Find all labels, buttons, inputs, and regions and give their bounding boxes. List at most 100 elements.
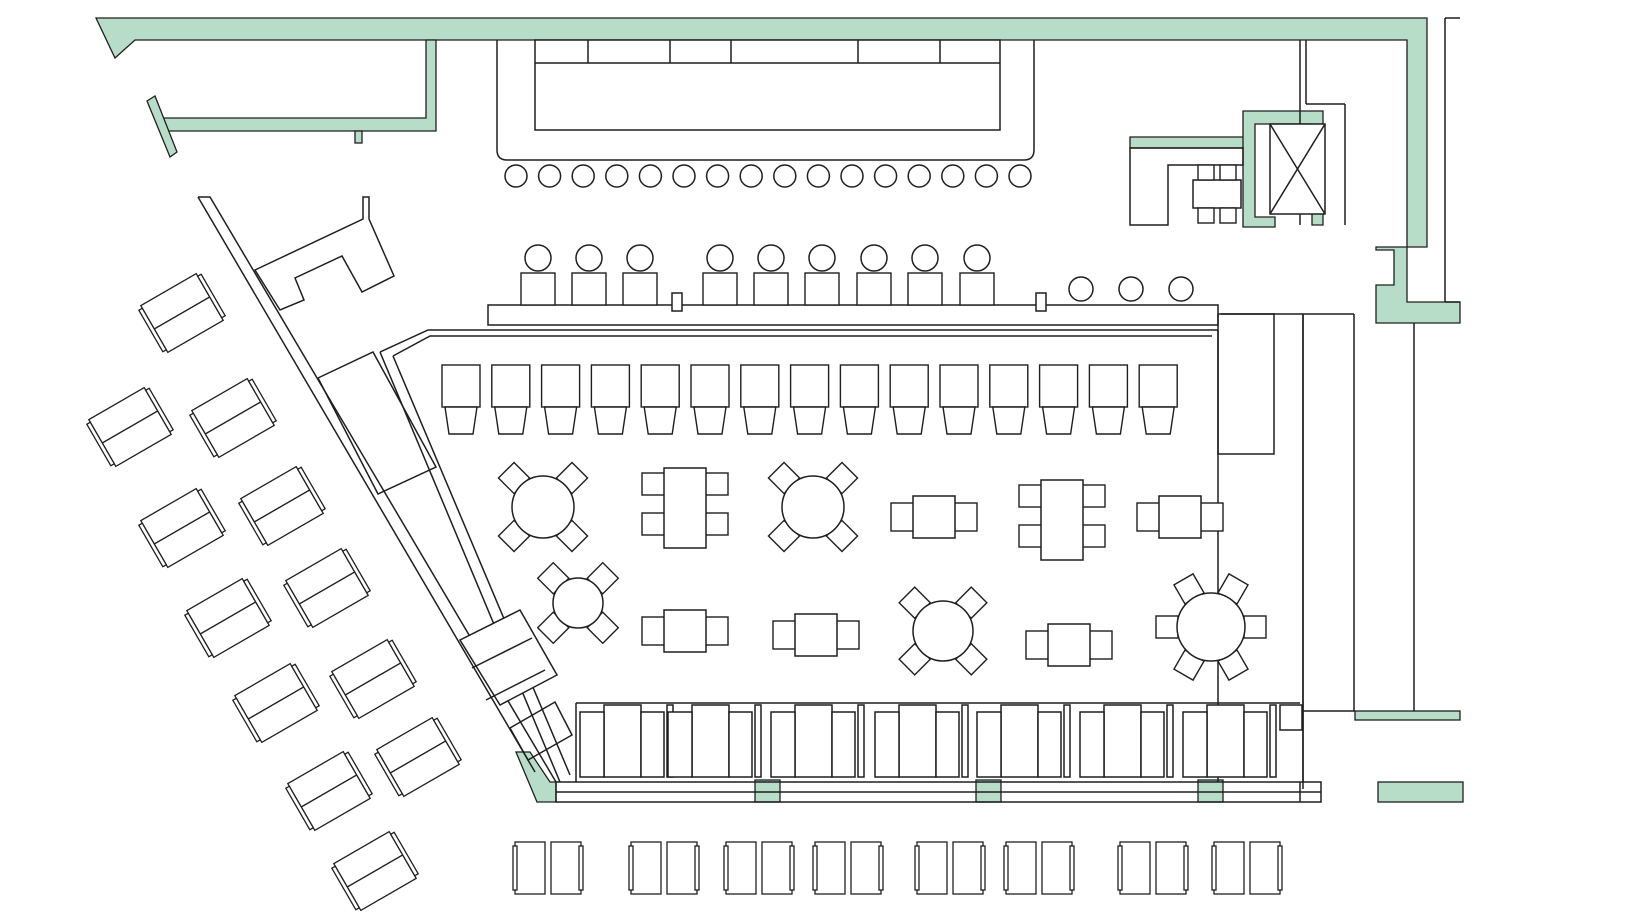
lounge-chair-pair xyxy=(373,716,463,798)
banquette-booths xyxy=(575,702,1303,782)
counter-stool xyxy=(907,244,943,306)
bar-stool xyxy=(840,164,864,188)
lounge-chair-pair xyxy=(1117,841,1189,895)
banquette-booth xyxy=(976,704,1071,778)
counter-stool xyxy=(804,244,840,306)
lounge-chair-pair xyxy=(282,547,372,629)
rect-table-2 xyxy=(1136,495,1224,539)
booth-seat xyxy=(640,364,680,435)
booth-seat xyxy=(1038,364,1079,435)
bar-stool xyxy=(504,164,528,188)
banquette-booth xyxy=(770,704,865,778)
lounge-chair-pair xyxy=(137,272,227,354)
rect-table-2 xyxy=(641,609,729,653)
banquette-booth xyxy=(874,704,969,778)
booth-seat xyxy=(989,364,1029,435)
round-table-4 xyxy=(767,461,859,553)
booth-seat xyxy=(1138,364,1178,435)
lounge-chair-pair xyxy=(183,577,273,659)
terrace-lounge-left xyxy=(85,272,463,912)
lounge-chair-pair xyxy=(512,841,584,895)
counter-stool xyxy=(959,244,995,306)
banquette-booth xyxy=(667,704,762,778)
booth-seat xyxy=(939,364,979,435)
lounge-chair-pair xyxy=(628,841,700,895)
lounge-chair-pair xyxy=(812,841,884,895)
bar-stool xyxy=(605,164,629,188)
booth-seat xyxy=(1088,364,1129,435)
counter-stool xyxy=(622,244,658,306)
angled-wall-stub xyxy=(146,95,178,159)
counter-stool xyxy=(571,244,607,306)
booth-seat xyxy=(540,364,581,435)
round-table-6 xyxy=(1155,572,1267,682)
lounge-chair-pair xyxy=(1211,841,1283,895)
host-stand xyxy=(458,609,559,706)
banquette-booth xyxy=(1182,704,1277,778)
terrace-lounge-bottom xyxy=(512,841,1283,895)
exterior-walls xyxy=(94,17,1464,803)
counter-stool xyxy=(753,244,789,306)
lounge-chair-pair xyxy=(85,386,175,468)
bar-stool xyxy=(705,164,730,188)
bar-stool xyxy=(672,164,696,188)
dining-tables xyxy=(497,461,1267,682)
counter-stool-row xyxy=(520,244,1194,306)
round-table-4 xyxy=(898,586,988,676)
rect-table-4 xyxy=(641,467,729,549)
lounge-chair-pair xyxy=(284,750,374,832)
lounge-chair-pair xyxy=(1003,841,1075,895)
south-column-3 xyxy=(1197,779,1224,803)
north-inner-wall xyxy=(160,39,437,132)
booth-seat xyxy=(441,364,481,435)
small-stool xyxy=(1168,276,1194,302)
elevator xyxy=(1269,123,1326,215)
bar-stool xyxy=(873,164,898,188)
bar-stool xyxy=(806,164,831,188)
lounge-chair-pair xyxy=(188,377,278,459)
bar-stool xyxy=(1008,164,1032,188)
counter-stool xyxy=(702,244,738,306)
bar-stool xyxy=(739,164,763,188)
banquette-booth xyxy=(1079,704,1174,778)
lounge-chair-pair xyxy=(237,465,327,547)
booth-seat xyxy=(839,364,880,435)
round-table-4 xyxy=(536,561,620,645)
south-column-1 xyxy=(754,779,781,803)
south-threshold xyxy=(1377,781,1464,803)
bar-stool xyxy=(941,164,965,188)
lounge-chair-pair xyxy=(231,662,321,744)
bar-stool xyxy=(974,164,999,188)
lounge-chair-pair xyxy=(328,638,418,720)
booth-seat xyxy=(590,364,631,435)
southeast-wall xyxy=(1354,710,1461,721)
counter-stool xyxy=(856,244,892,306)
booth-seat xyxy=(789,364,830,435)
lounge-chair-pair xyxy=(914,841,986,895)
northeast-wall-jog xyxy=(1375,246,1461,324)
rect-table-2 xyxy=(1025,623,1113,667)
rect-table-2 xyxy=(772,613,860,657)
round-table-4 xyxy=(497,461,589,553)
north-wall xyxy=(94,17,1428,248)
angled-perimeter xyxy=(197,196,1218,783)
bar-stool-row xyxy=(504,164,1032,188)
small-stool xyxy=(1118,276,1144,302)
rect-table-2 xyxy=(890,495,978,539)
banquette-booth xyxy=(579,704,674,778)
south-window-wall xyxy=(555,781,1322,803)
kitchen-wall-top xyxy=(1129,136,1251,149)
bar-stool xyxy=(537,164,562,188)
lounge-chair-pair xyxy=(330,830,420,912)
kitchen-pass xyxy=(1129,147,1244,226)
booth-seat xyxy=(491,364,531,435)
counter-stool xyxy=(520,244,556,306)
booth-seat xyxy=(690,364,730,435)
back-bar xyxy=(496,39,1035,161)
bar-stool xyxy=(571,164,595,188)
booth-seat xyxy=(740,364,780,435)
bar-stool xyxy=(638,164,663,188)
small-stool xyxy=(1068,276,1094,302)
bar-stool xyxy=(773,164,797,188)
